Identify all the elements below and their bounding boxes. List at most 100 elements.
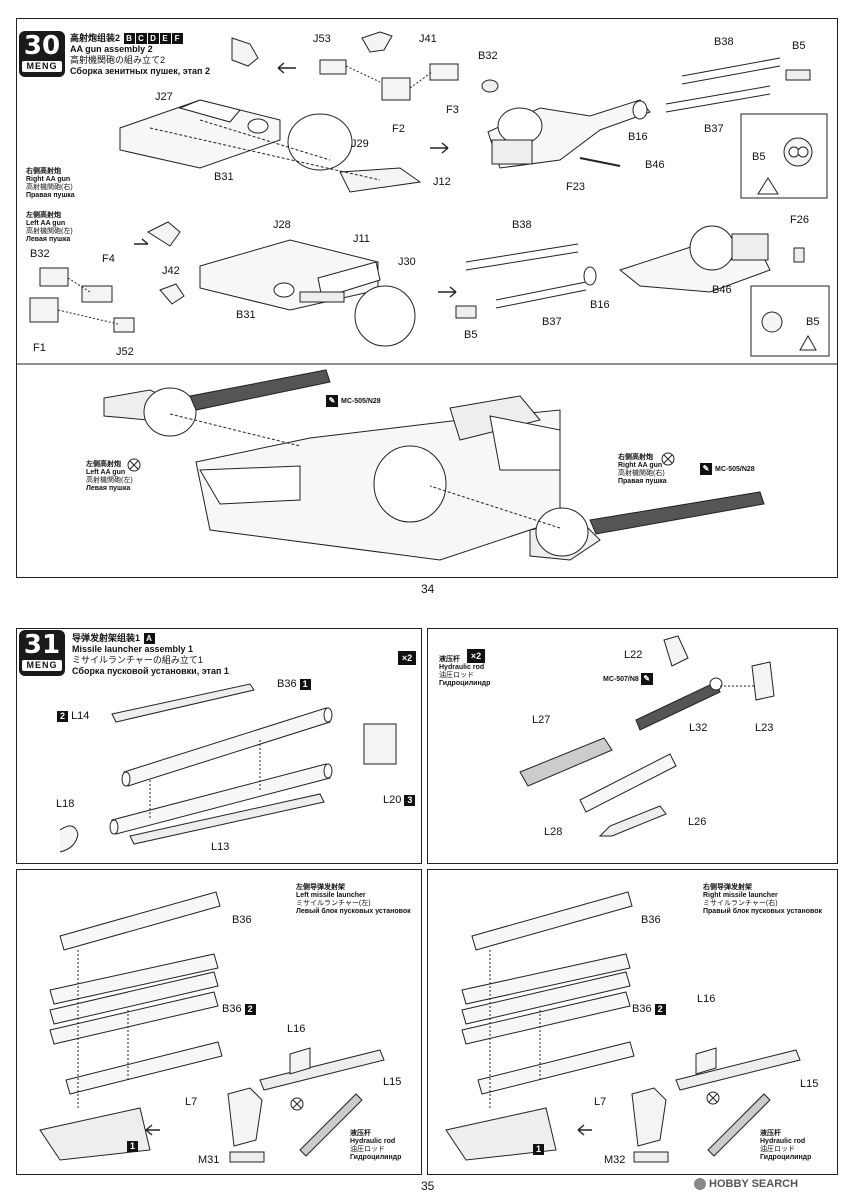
paint-callout-mc507: MC-507/N8 ✎ [603,673,656,685]
label-f23: F23 [566,181,585,193]
title-zh: 导弹发射架组装1 [72,633,141,643]
title-zh: 高射炮组装2 [70,33,121,43]
label-l7-l: L7 [185,1096,198,1108]
label-b32-top: B32 [478,50,498,62]
caption-hydraulic-left: 液压杆 Hydraulic rod 油圧ロッド Гидроцилиндр [350,1130,402,1161]
caption-right-launcher: 右侧导弹发射架 Right missile launcher ミサイルランチャー… [703,884,823,915]
step-number: 30 [23,31,61,61]
label-b36-r1: B36 [641,914,661,926]
caption-right-gun-final: 右侧高射炮 Right AA gun 高射機関砲(右) Правая пушка [618,454,667,485]
caption-hydraulic-right: 液压杆 Hydraulic rod 油圧ロッド Гидроцилиндр [760,1130,812,1161]
caption-left-gun-final: 左侧高射炮 Left AA gun 高射機関砲(左) Левая пушка [86,461,133,492]
caption-hydraulic-top: 液压杆 Hydraulic rod 油圧ロッド Гидроцилиндр [439,656,491,687]
label-f1: F1 [33,342,46,354]
label-b32-mid: B32 [30,248,50,260]
label-b36-l1: B36 [232,914,252,926]
page-number-35: 35 [421,1179,435,1193]
label-l28: L28 [544,826,563,838]
label-j30: J30 [398,256,416,268]
title-ru: Сборка зенитных пушек, этап 2 [70,66,210,77]
label-l16-l: L16 [287,1023,306,1035]
label-l14: 2 L14 [57,710,89,722]
quantity-x2-left: ×2 [398,651,416,665]
label-j41: J41 [419,33,437,45]
label-b5-mid: B5 [464,329,478,341]
page-number-34: 34 [421,582,435,596]
label-b5-inset-mid: B5 [806,316,820,328]
part-letter-a: A [143,633,155,645]
title-ru: Сборка пусковой установки, этап 1 [72,666,229,677]
label-l26: L26 [688,816,707,828]
part-letter-d: D [147,33,159,45]
label-b38-mid: B38 [512,219,532,231]
label-b5-top: B5 [792,40,806,52]
part-letter-f: F [171,33,183,45]
label-b16-mid: B16 [590,299,610,311]
label-l7-r: L7 [594,1096,607,1108]
title-ja: ミサイルランチャーの組み立て1 [72,655,203,666]
quantity-x2-right: ×2 [467,649,485,663]
step-31-badge: 31 MENG [19,630,65,676]
label-l27: L27 [532,714,551,726]
label-f2: F2 [392,123,405,135]
paint-brush-icon: ✎ [326,395,338,407]
label-b31-top: B31 [214,171,234,183]
hobby-search-watermark: HOBBY SEARCH [694,1178,798,1191]
label-j52: J52 [116,346,134,358]
paint-brush-icon: ✎ [640,673,653,685]
label-l18: L18 [56,798,75,810]
part-letter-b: B [123,33,135,45]
label-b46-top: B46 [645,159,665,171]
caption-right-gun: 右侧高射炮 Right AA gun 高射機関砲(右) Правая пушка [26,168,75,199]
label-j42: J42 [162,265,180,277]
label-l13: L13 [211,841,230,853]
brand-logo: MENG [22,61,62,72]
label-f4: F4 [102,253,115,265]
label-l23: L23 [755,722,774,734]
label-j11: J11 [353,233,370,245]
label-l20: L20 3 [383,794,416,806]
hobby-search-logo-icon [694,1178,706,1191]
label-b36-a: B36 1 [277,678,311,690]
label-step1-r: 1 [533,1143,544,1155]
label-j12: J12 [433,176,451,188]
part-letter-c: C [135,33,147,45]
label-step1-l: 1 [127,1140,138,1152]
label-b36-l2: B36 2 [222,1003,256,1015]
caption-left-launcher: 左侧导弹发射架 Left missile launcher ミサイルランチャー(… [296,884,411,915]
label-b37-mid: B37 [542,316,562,328]
label-f26: F26 [790,214,809,226]
label-b5-inset-top: B5 [752,151,766,163]
title-ja: 高射機関砲の組み立て2 [70,55,166,66]
label-m32: M32 [604,1154,626,1166]
paint-brush-icon: ✎ [700,463,712,475]
label-l15-r: L15 [800,1078,819,1090]
brand-logo: MENG [22,660,62,671]
caption-left-gun: 左侧高射炮 Left AA gun 高射機関砲(左) Левая пушка [26,212,73,243]
step-31-title: 导弹发射架组装1 A Missile launcher assembly 1 ミ… [72,633,229,677]
label-j27: J27 [155,91,173,103]
label-l16-r: L16 [697,993,716,1005]
paint-callout-left: ✎MC-505/N28 [326,395,381,407]
step-30-badge: 30 MENG [19,31,65,77]
step-number: 31 [23,630,61,660]
label-j29: J29 [351,138,369,150]
label-b37-top: B37 [704,123,724,135]
part-letter-e: E [159,33,171,45]
label-f3: F3 [446,104,459,116]
label-b36-r2: B36 2 [632,1003,666,1015]
label-b31-mid: B31 [236,309,256,321]
label-b46-mid: B46 [712,284,732,296]
label-b16-top: B16 [628,131,648,143]
label-l22: L22 [624,649,643,661]
label-b38-top: B38 [714,36,734,48]
paint-callout-right: ✎MC-505/N28 [700,463,755,475]
label-l15-l: L15 [383,1076,402,1088]
title-en: Missile launcher assembly 1 [72,644,194,655]
label-l32: L32 [689,722,708,734]
label-j28: J28 [273,219,291,231]
label-j53: J53 [313,33,331,45]
